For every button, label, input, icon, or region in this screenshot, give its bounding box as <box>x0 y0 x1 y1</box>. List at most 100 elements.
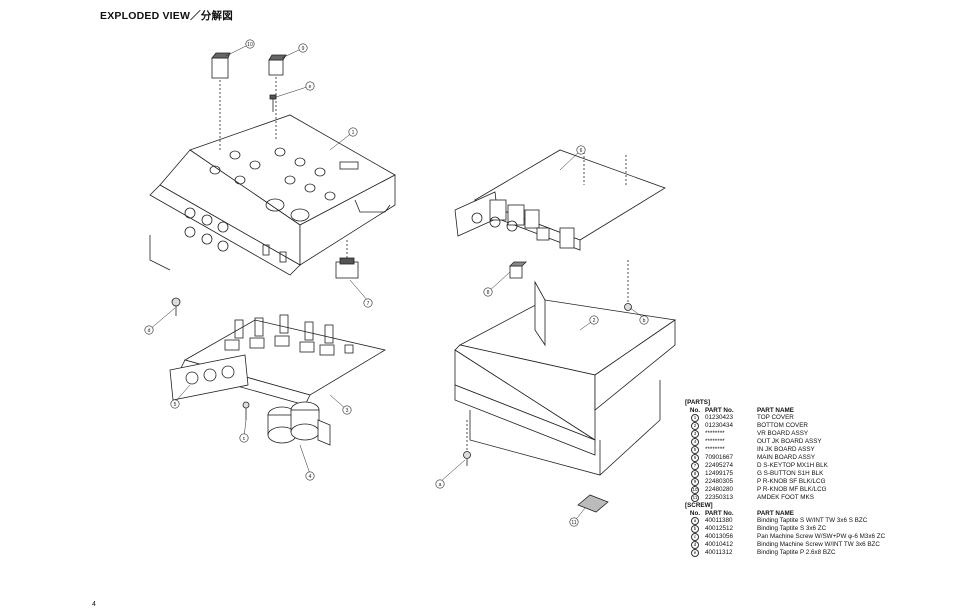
part-name: MAIN BOARD ASSY <box>757 454 816 462</box>
part-name: D S-KEYTOP MX1H BLK <box>757 462 828 470</box>
leader-lines <box>148 43 645 523</box>
screw-c <box>242 401 250 420</box>
part-number: 40012512 <box>705 525 734 533</box>
knob-mf <box>211 52 231 150</box>
table-row: 5 ******** IN JK BOARD ASSY <box>685 446 907 455</box>
amdek-foot <box>577 494 609 513</box>
row-number: 10 <box>691 486 699 495</box>
parts-section-label: [PARTS] <box>685 399 711 406</box>
row-number: b <box>691 525 699 534</box>
part-name: AMDEK FOOT MKS <box>757 494 814 502</box>
bottom-cover <box>454 280 677 476</box>
table-row: e 40011312 Binding Taptite P 2.6x8 BZC <box>685 549 907 558</box>
part-number: 22350313 <box>705 494 734 502</box>
part-name: P R-KNOB MF BLK/LCG <box>757 486 827 494</box>
row-number: 9 <box>691 478 699 487</box>
screw-section-label: [SCREW] <box>685 502 713 510</box>
part-number: 22480305 <box>705 478 734 486</box>
part-number: ******** <box>705 438 725 446</box>
part-name: Pan Machine Screw W/SW+PW φ-6 M3x6 ZC <box>757 533 886 541</box>
part-name: BOTTOM COVER <box>757 422 808 430</box>
callout-a: a <box>439 482 442 488</box>
table-row: b 40012512 Binding Taptite S 3x6 ZC <box>685 525 907 534</box>
table-row: 9 22480305 P R-KNOB SF BLK/LCG <box>685 478 907 487</box>
callout-10: 10 <box>247 42 253 48</box>
callout-11: 11 <box>571 520 576 526</box>
part-name: P R-KNOB SF BLK/LCG <box>757 478 826 486</box>
part-name: Binding Machine Screw W/INT TW 3x6 BZC <box>757 541 880 549</box>
row-number: 7 <box>691 462 699 471</box>
part-name: Binding Taptite P 2.6x8 BZC <box>757 549 836 557</box>
part-number: 22480280 <box>705 486 734 494</box>
parts-header-row: No. PART No. PART NAME <box>689 406 794 414</box>
callout-d: d <box>148 328 151 334</box>
part-name: OUT JK BOARD ASSY <box>757 438 822 446</box>
row-number: 11 <box>691 494 699 503</box>
callout-2: 2 <box>593 318 596 324</box>
table-row: 7 22495274 D S-KEYTOP MX1H BLK <box>685 462 907 471</box>
callouts: 10 9 e 1 7 6 8 b 2 a 11 d 5 c 4 3 <box>144 39 649 527</box>
row-number: 1 <box>691 414 699 423</box>
screw-header-row: No. PART No. PART NAME <box>689 509 794 517</box>
row-number: e <box>691 549 699 558</box>
part-number: 70901667 <box>705 454 734 462</box>
table-row: 11 22350313 AMDEK FOOT MKS <box>685 494 907 503</box>
row-number: 2 <box>691 422 699 431</box>
callout-7: 7 <box>367 301 370 307</box>
row-number: d <box>691 541 699 550</box>
part-name: Binding Taptite S 3x6 ZC <box>757 525 827 533</box>
keytop <box>335 240 359 279</box>
table-row: 10 22480280 P R-KNOB MF BLK/LCG <box>685 486 907 495</box>
part-number: ******** <box>705 446 725 454</box>
part-name: TOP COVER <box>757 414 794 422</box>
callout-1: 1 <box>352 130 355 136</box>
table-row: 8 12499175 G S-BUTTON S1H BLK <box>685 470 907 479</box>
callout-b: b <box>643 318 646 324</box>
table-row: 4 ******** OUT JK BOARD ASSY <box>685 438 907 447</box>
callout-c: c <box>243 436 246 442</box>
row-number: a <box>691 517 699 526</box>
screw-d <box>171 297 181 316</box>
screw-b <box>624 260 632 311</box>
callout-8: 8 <box>487 290 490 296</box>
callout-6: 6 <box>580 148 583 154</box>
table-row: a 40011380 Binding Taptite S W/INT TW 3x6 … <box>685 517 907 526</box>
row-number: 3 <box>691 430 699 439</box>
part-number: ******** <box>705 430 725 438</box>
callout-e: e <box>309 84 312 90</box>
vr-board-assembly <box>169 314 387 406</box>
callout-3: 3 <box>346 408 349 414</box>
row-number: 8 <box>691 470 699 479</box>
part-number: 22495274 <box>705 462 734 470</box>
screw-e <box>269 94 277 112</box>
part-name: G S-BUTTON S1H BLK <box>757 470 824 478</box>
part-name: VR BOARD ASSY <box>757 430 809 438</box>
part-number: 01230423 <box>705 414 734 422</box>
part-number: 40011312 <box>705 549 733 557</box>
table-row: 3 ******** VR BOARD ASSY <box>685 430 907 439</box>
knob-sf <box>268 54 287 140</box>
part-name: IN JK BOARD ASSY <box>757 446 815 454</box>
part-number: 12499175 <box>705 470 734 478</box>
part-number: 40011380 <box>705 517 733 525</box>
row-number: 4 <box>691 438 699 447</box>
row-number: 5 <box>691 446 699 455</box>
top-cover <box>149 114 396 276</box>
row-number: c <box>691 533 699 542</box>
s-button <box>509 261 527 279</box>
part-number: 40013056 <box>705 533 734 541</box>
parts-list: [PARTS] No. PART No. PART NAME 1 01230423… <box>685 399 907 558</box>
table-row: 1 01230423 TOP COVER <box>685 414 907 423</box>
page-number: 4 <box>92 601 96 608</box>
screw-rows: a 40011380 Binding Taptite S W/INT TW 3x6 … <box>685 517 907 558</box>
callout-4: 4 <box>309 474 312 480</box>
screw-a <box>463 420 471 466</box>
part-name: Binding Taptite S W/INT TW 3x6 S BZC <box>757 517 868 525</box>
callout-9: 9 <box>302 46 305 52</box>
out-jack-board <box>267 401 331 446</box>
page-title: EXPLODED VIEW／分解図 <box>100 10 233 22</box>
